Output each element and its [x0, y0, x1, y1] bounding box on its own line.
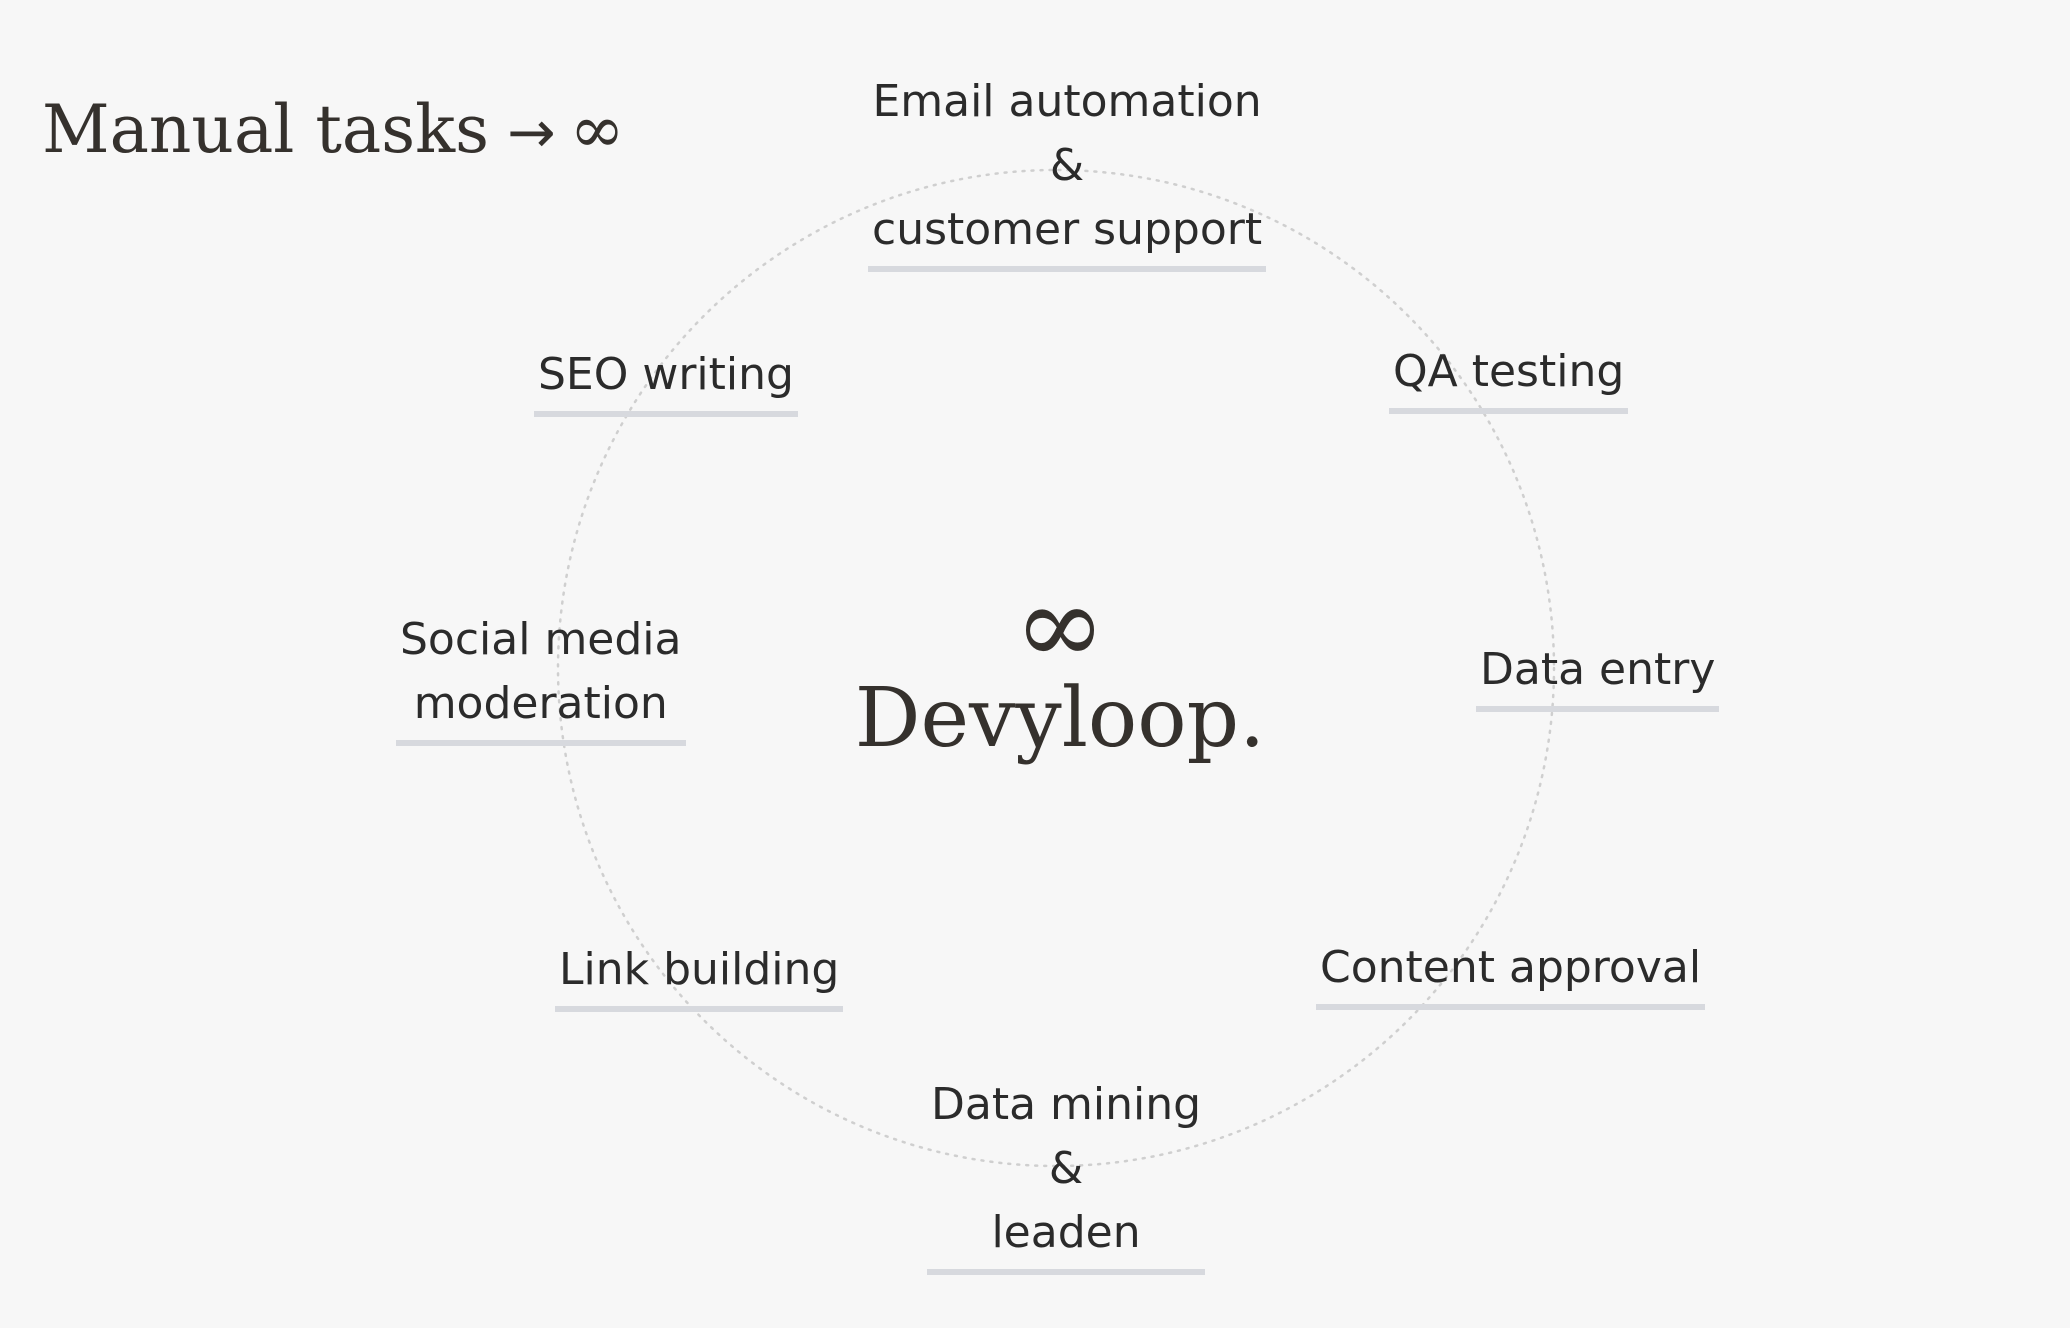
task-data-mining: Data mining & leaden: [927, 1073, 1206, 1275]
task-line: Link building: [559, 944, 840, 995]
task-link-building: Link building: [555, 938, 844, 1012]
task-line: Data entry: [1480, 644, 1716, 695]
task-line: SEO writing: [538, 349, 794, 400]
task-line: QA testing: [1393, 346, 1625, 397]
task-line: leaden: [991, 1207, 1141, 1258]
task-line: Data mining: [931, 1079, 1202, 1130]
loop-ring-circle: [556, 168, 1556, 1168]
task-line: Content approval: [1320, 942, 1702, 993]
center-logo: ∞ Devyloop.: [810, 561, 1310, 769]
task-line: customer support: [872, 204, 1263, 255]
task-email-automation: Email automation & customer support: [868, 70, 1267, 272]
task-line: moderation: [413, 678, 668, 729]
task-seo-writing: SEO writing: [534, 343, 798, 417]
task-data-entry: Data entry: [1476, 638, 1720, 712]
task-social-media-moderation: Social media moderation: [396, 608, 686, 746]
task-qa-testing: QA testing: [1389, 340, 1629, 414]
infinity-icon: ∞: [569, 91, 625, 168]
task-line: Email automation: [872, 76, 1262, 127]
task-line: &: [1049, 140, 1085, 191]
task-line: &: [1048, 1143, 1084, 1194]
task-content-approval: Content approval: [1316, 936, 1706, 1010]
arrow-icon: →: [506, 98, 556, 166]
brand-name: Devyloop.: [854, 671, 1266, 766]
page-title: Manual tasks→∞: [42, 85, 625, 177]
infinity-logo-icon: ∞: [1014, 561, 1106, 689]
title-text: Manual tasks: [42, 91, 489, 168]
task-line: Social media: [400, 614, 682, 665]
